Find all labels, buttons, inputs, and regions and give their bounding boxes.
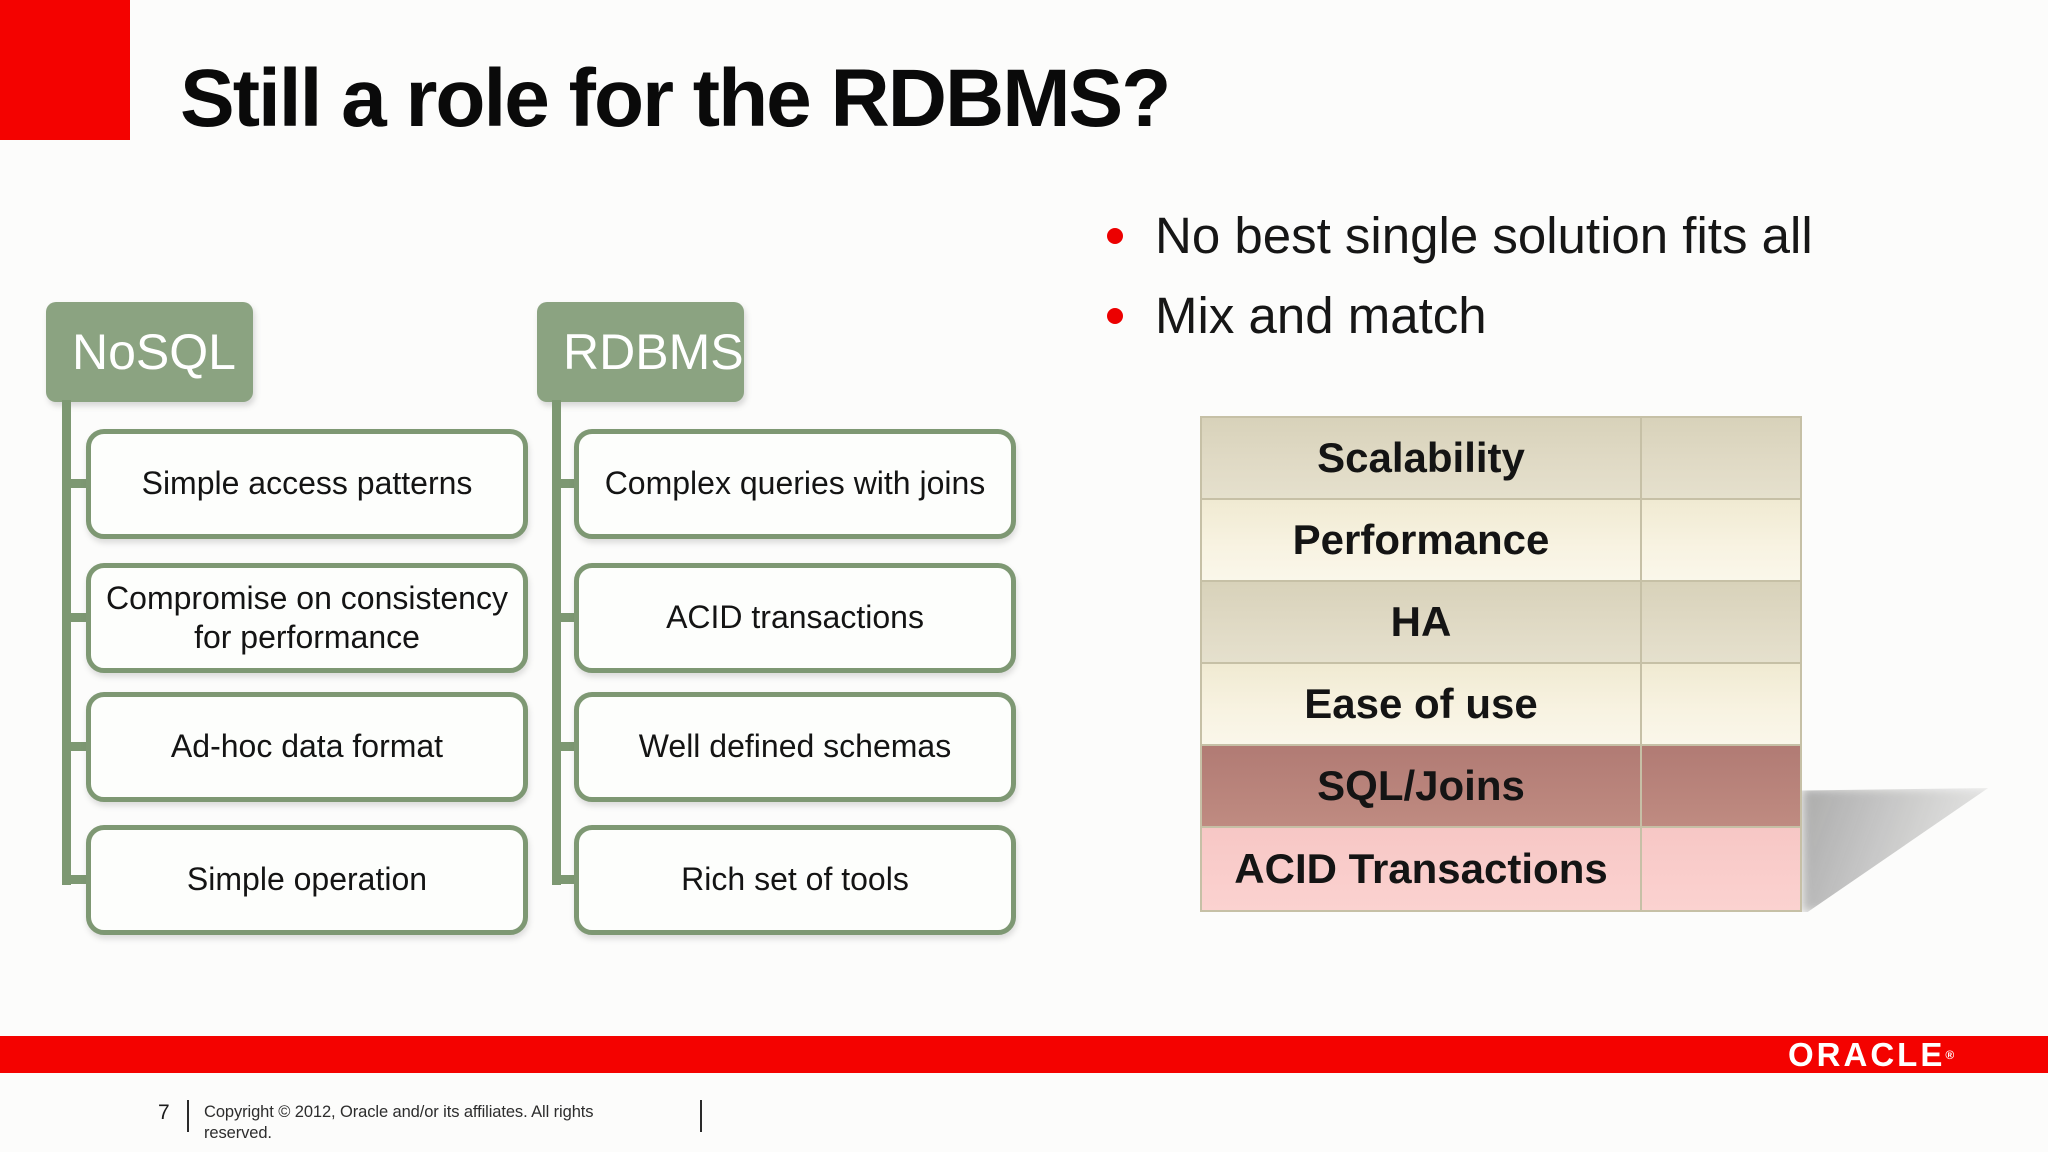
page-number: 7 [158,1101,170,1124]
diagram-box: Rich set of tools [574,825,1016,935]
bullet-text: No best single solution fits all [1155,207,1813,264]
copyright-line1: Copyright © 2012, Oracle and/or its affi… [204,1103,594,1121]
connector-stub [62,742,92,751]
table-row: SQL/Joins [1202,746,1800,828]
footer-divider [187,1100,189,1132]
slide-title: Still a role for the RDBMS? [180,53,1171,144]
corner-accent [0,0,130,140]
table-cell-value [1642,500,1800,580]
diagram-box: ACID transactions [574,563,1016,673]
connector-stub [62,479,92,488]
table-cell-value [1642,418,1800,498]
footer-divider [700,1100,702,1132]
diagram-box: Compromise on consistency for performanc… [86,563,528,673]
diagram-box: Simple operation [86,825,528,935]
footer-red-bar [0,1036,2048,1073]
table-cell-value [1642,828,1800,910]
table-cell-value [1642,746,1800,826]
table-cell-value [1642,582,1800,662]
table-row: Ease of use [1202,664,1800,746]
copyright-text: Copyright © 2012, Oracle and/or its affi… [204,1102,654,1144]
diagram-box: Ad-hoc data format [86,692,528,802]
connector-stub [552,875,580,884]
bullet-item: No best single solution fits all [1107,206,1813,266]
connector-stub [552,613,580,622]
connector-stub [552,742,580,751]
table-row: Performance [1202,500,1800,582]
table-cell-label: SQL/Joins [1202,746,1642,826]
bullet-icon [1107,308,1123,324]
bullet-text: Mix and match [1155,287,1487,344]
table-cell-label: Scalability [1202,418,1642,498]
diagram-header-nosql: NoSQL [46,302,253,402]
table-cell-label: Ease of use [1202,664,1642,744]
diagram-box: Simple access patterns [86,429,528,539]
table-cell-value [1642,664,1800,744]
copyright-line2: reserved. [204,1124,272,1142]
oracle-logo-text: ORACLE [1788,1036,1946,1073]
connector-stub [62,875,92,884]
connector-stub [62,613,92,622]
diagram-box: Well defined schemas [574,692,1016,802]
table-row: Scalability [1202,418,1800,500]
diagram-box: Complex queries with joins [574,429,1016,539]
connector-line [62,400,71,885]
table-row: ACID Transactions [1202,828,1800,910]
table-cell-label: HA [1202,582,1642,662]
table-cell-label: Performance [1202,500,1642,580]
table-row: HA [1202,582,1800,664]
bullet-icon [1107,228,1123,244]
bullet-item: Mix and match [1107,286,1487,346]
table-cell-label: ACID Transactions [1202,828,1642,910]
comparison-table: Scalability Performance HA Ease of use S… [1200,416,1802,912]
connector-stub [552,479,580,488]
table-drop-shadow [1802,788,1989,912]
connector-line [552,400,561,885]
oracle-logo: ORACLE® [1788,1036,1955,1073]
registered-mark: ® [1945,1048,1955,1062]
diagram-header-rdbms: RDBMS [537,302,744,402]
